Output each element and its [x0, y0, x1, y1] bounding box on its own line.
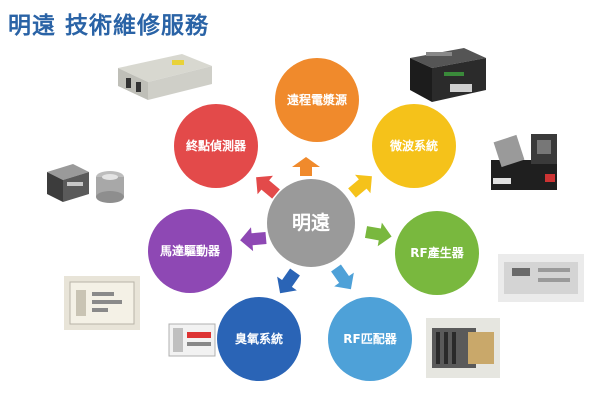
center-circle [267, 179, 355, 267]
arrow-to-ozone [277, 268, 300, 294]
remote-plasma-source-unit-photo [118, 54, 212, 100]
arrow-to-motor-driver [240, 227, 267, 252]
node-label: 終點偵測器 [186, 138, 247, 153]
node-rf-generator[interactable]: RF產生器 [395, 211, 479, 295]
rf-generator-unit-photo [498, 254, 584, 302]
arrow-to-remote-plasma [292, 157, 320, 176]
page-title: 明遠 技術維修服務 [8, 13, 210, 39]
arrow-to-rf-generator [364, 222, 392, 247]
node-label: 馬達驅動器 [160, 243, 221, 258]
node-endpoint-detector[interactable]: 終點偵測器 [174, 104, 258, 188]
endpoint-detector-unit-photo [47, 164, 89, 202]
node-microwave[interactable]: 微波系統 [372, 104, 456, 188]
node-remote-plasma[interactable]: 遠程電漿源 [275, 58, 359, 142]
arrow-to-endpoint-detector [256, 175, 280, 199]
center-label: 明遠 [292, 212, 330, 234]
node-motor-driver[interactable]: 馬達驅動器 [148, 209, 232, 293]
ozone-generator-unit-photo [168, 323, 216, 357]
node-rf-matcher[interactable]: RF匹配器 [328, 297, 412, 381]
node-label: RF產生器 [410, 245, 464, 260]
arrow-to-rf-matcher [331, 264, 354, 290]
node-label: 微波系統 [389, 138, 438, 153]
waveguide-assembly-photo [491, 134, 557, 190]
microwave-system-unit-photo [410, 48, 486, 102]
node-ozone[interactable]: 臭氧系統 [217, 297, 301, 381]
rack-power-supply-photo [96, 171, 124, 203]
node-label: 臭氧系統 [235, 331, 283, 346]
node-label: RF匹配器 [343, 331, 397, 346]
node-label: 遠程電漿源 [287, 92, 347, 107]
rf-matcher-unit-photo [426, 318, 500, 378]
arrows [240, 157, 392, 294]
motor-driver-unit-photo [64, 276, 140, 330]
arrow-to-microwave [348, 174, 372, 198]
